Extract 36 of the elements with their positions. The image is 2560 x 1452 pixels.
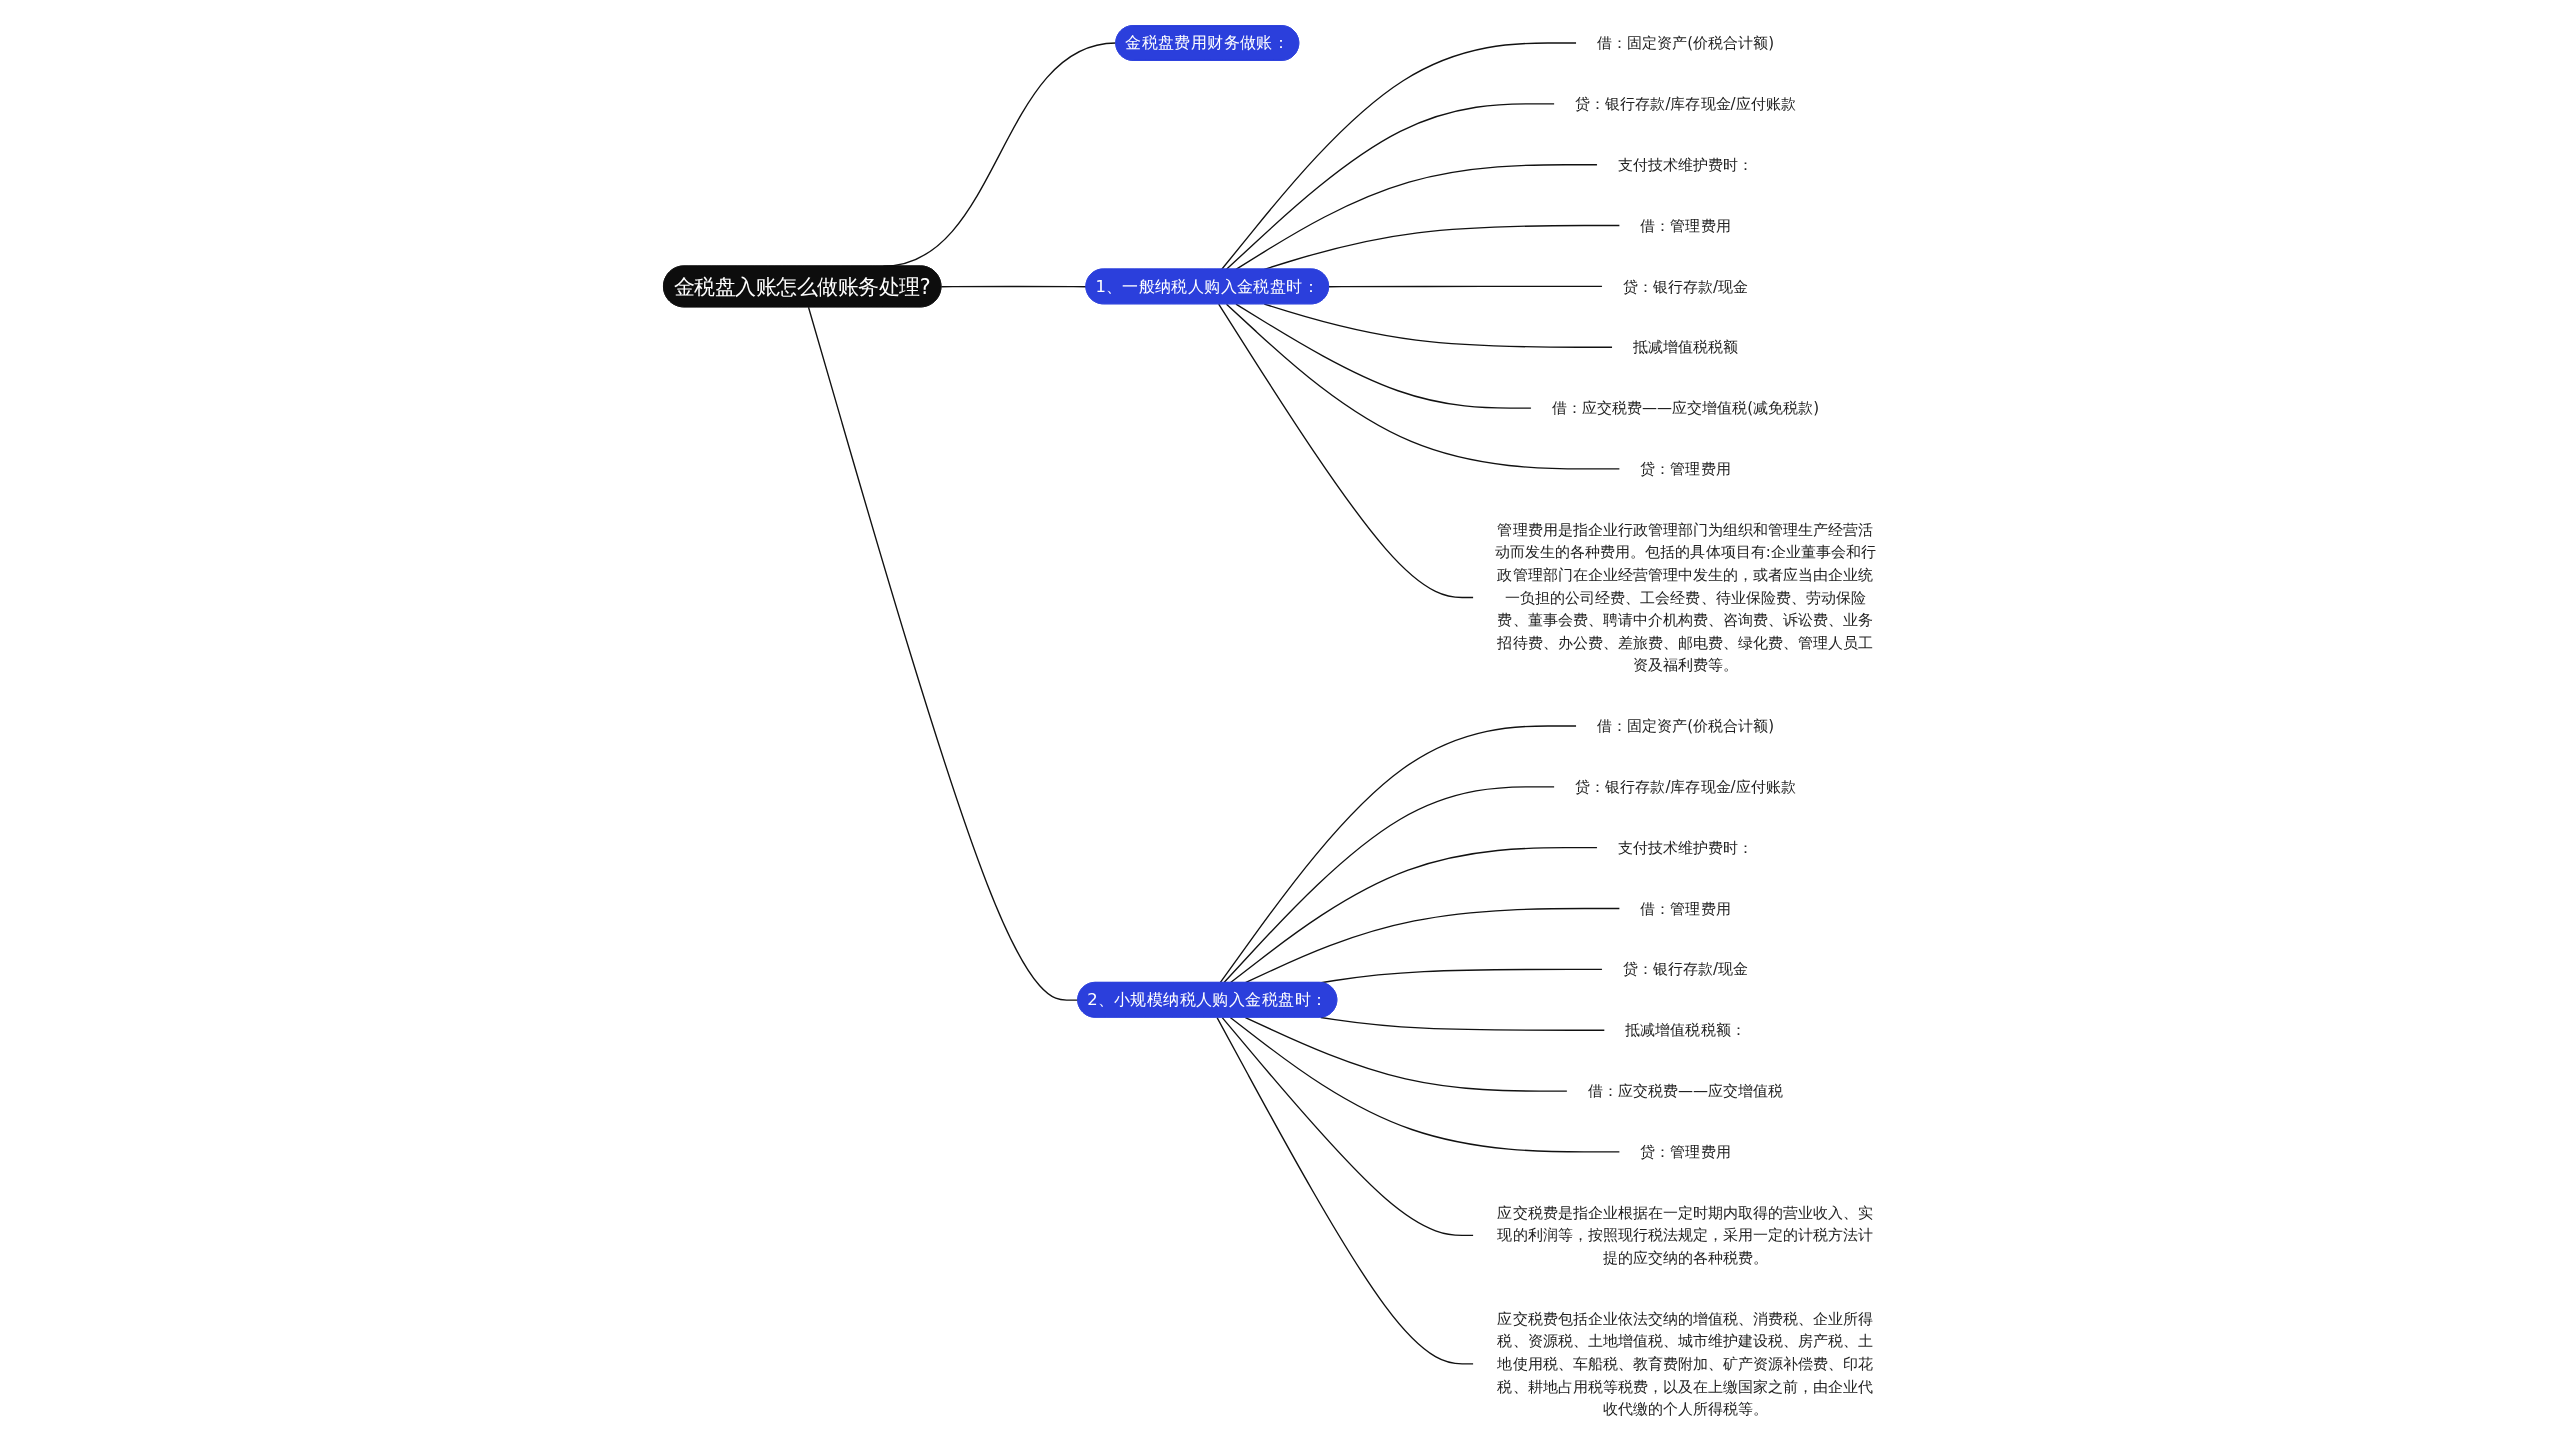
node-text: 支付技术维护费时：: [1617, 156, 1753, 174]
node-text: 借：管理费用: [1639, 899, 1731, 918]
node-text: 管理费用是指企业行政管理部门为组织和管理生产经营活动而发生的各种费用。包括的具体项目有:企业董事会和行政管理部门在企业经营管理中发生的，或者应当由企业统一负担的公司经费、工会经费、待业保险费、劳动保险费、董事会费、聘请中介机构费、咨询费、诉讼费、业务招待费、办公费、差旅费、邮电费、绿化费、管理人员工资及福利费等。: [1494, 521, 1876, 674]
connector: [1263, 303, 1613, 348]
connector: [1229, 1016, 1621, 1153]
connector: [1234, 303, 1532, 409]
node-text: 贷：银行存款/库存现金/应付账款: [1574, 95, 1796, 113]
connector: [940, 285, 1087, 288]
connector: [1222, 786, 1555, 984]
node-text: 抵减增值税税额：: [1624, 1021, 1746, 1039]
connector: [1219, 725, 1577, 984]
node-text: 贷：管理费用: [1639, 1143, 1731, 1161]
node-text: 贷：管理费用: [1639, 460, 1731, 478]
connector: [1225, 103, 1555, 270]
node-text: 借：固定资产(价税合计额): [1596, 717, 1774, 735]
connector: [807, 306, 1079, 1001]
connector: [1220, 42, 1577, 270]
connector: [1327, 285, 1603, 288]
node-text: 借：应交税费——应交增值税(减免税款): [1551, 399, 1819, 417]
node-text: 应交税费包括企业依法交纳的增值税、消费税、企业所得税、资源税、土地增值税、城市维护建设税、房产税、土地使用税、车船税、教育费附加、矿产资源补偿费、印花税、耕地占用税等税费，以及在上缴国家之前，由企业代收代缴的个人所得税等。: [1497, 1310, 1874, 1418]
node-text: 贷：银行存款/库存现金/应付账款: [1574, 778, 1796, 796]
node-text: 借：管理费用: [1639, 217, 1731, 235]
node-text: 借：固定资产(价税合计额): [1596, 34, 1774, 52]
node-text: 应交税费是指企业根据在一定时期内取得的营业收入、实现的利润等，按照现行税法规定，采用一定的计税方法计提的应交纳的各种税费。: [1497, 1204, 1874, 1267]
connector: [1244, 1016, 1568, 1092]
connector: [1229, 847, 1598, 984]
node-text: 贷：银行存款/现金: [1622, 277, 1748, 295]
node-text: 抵减增值税税额: [1632, 338, 1738, 356]
connector: [1215, 1016, 1474, 1365]
node-text: 借：应交税费——应交增值税: [1587, 1082, 1783, 1100]
connector: [1217, 303, 1474, 599]
node-text: 支付技术维护费时：: [1617, 839, 1753, 857]
connector: [1244, 907, 1621, 984]
node-text: 贷：银行存款/现金: [1622, 960, 1748, 978]
connector: [1225, 303, 1621, 470]
connector: [1221, 1016, 1474, 1236]
